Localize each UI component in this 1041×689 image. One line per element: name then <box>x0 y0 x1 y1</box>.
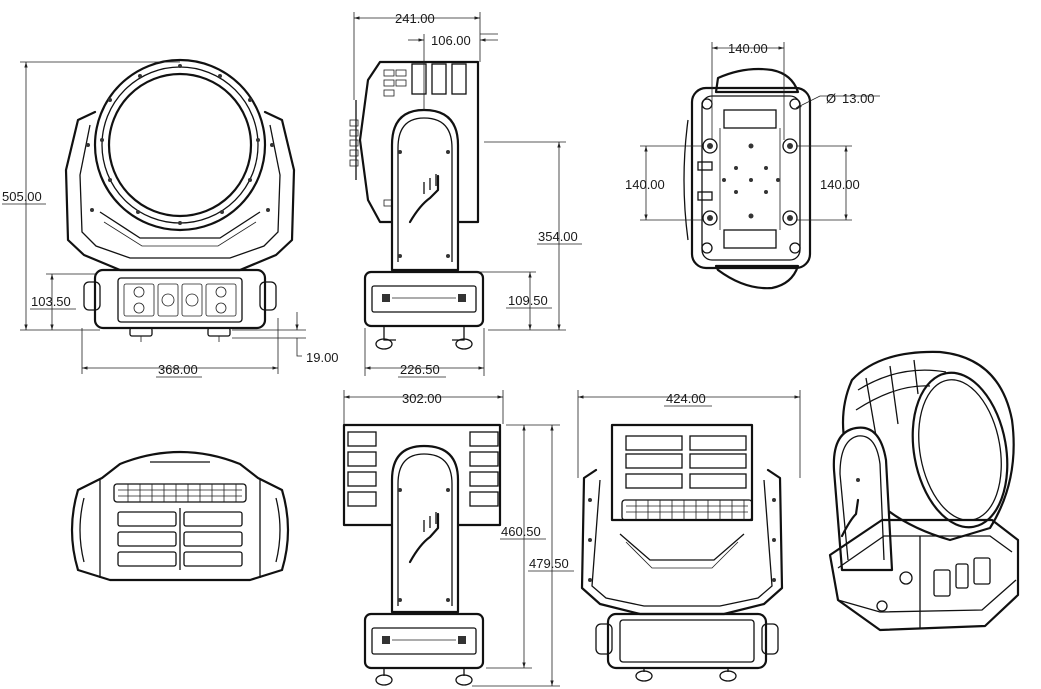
front-height-label: 505.00 <box>2 189 42 204</box>
front-feet-label: 19.00 <box>306 350 339 365</box>
rear-width-label: 302.00 <box>402 391 442 406</box>
side-dimensions: 241.00 106.00 354.00 109.50 226.50 <box>353 11 582 378</box>
back-width-label: 424.00 <box>666 391 706 406</box>
perspective-view <box>828 350 1020 632</box>
bottom-width-label: 140.00 <box>728 41 768 56</box>
side-base-width-label: 226.50 <box>400 362 440 377</box>
front-dimensions: 505.00 103.50 368.00 19.00 <box>2 61 339 378</box>
front-width-label: 368.00 <box>158 362 198 377</box>
bottom-view <box>683 67 812 290</box>
rear-top-view <box>70 450 290 582</box>
rear-view <box>342 423 502 686</box>
side-view <box>349 60 485 350</box>
front-base-height-label: 103.50 <box>31 294 71 309</box>
front-view <box>64 58 296 342</box>
side-base-height-label: 109.50 <box>508 293 548 308</box>
rear-dimensions: 302.00 460.50 479.50 <box>343 390 574 687</box>
bottom-hole-symbol: Ø <box>826 91 836 106</box>
bottom-left-height-label: 140.00 <box>625 177 665 192</box>
bottom-hole-label: 13.00 <box>842 91 875 106</box>
side-depth-label: 241.00 <box>395 11 435 26</box>
back-dimensions: 424.00 <box>577 390 801 478</box>
bottom-dimensions: 140.00 Ø 13.00 140.00 140.00 <box>625 41 880 221</box>
bottom-right-height-label: 140.00 <box>820 177 860 192</box>
back-view <box>580 423 784 682</box>
side-head-depth-label: 106.00 <box>431 33 471 48</box>
rear-height-inner-label: 460.50 <box>501 524 541 539</box>
side-arm-height-label: 354.00 <box>538 229 578 244</box>
rear-height-outer-label: 479.50 <box>529 556 569 571</box>
